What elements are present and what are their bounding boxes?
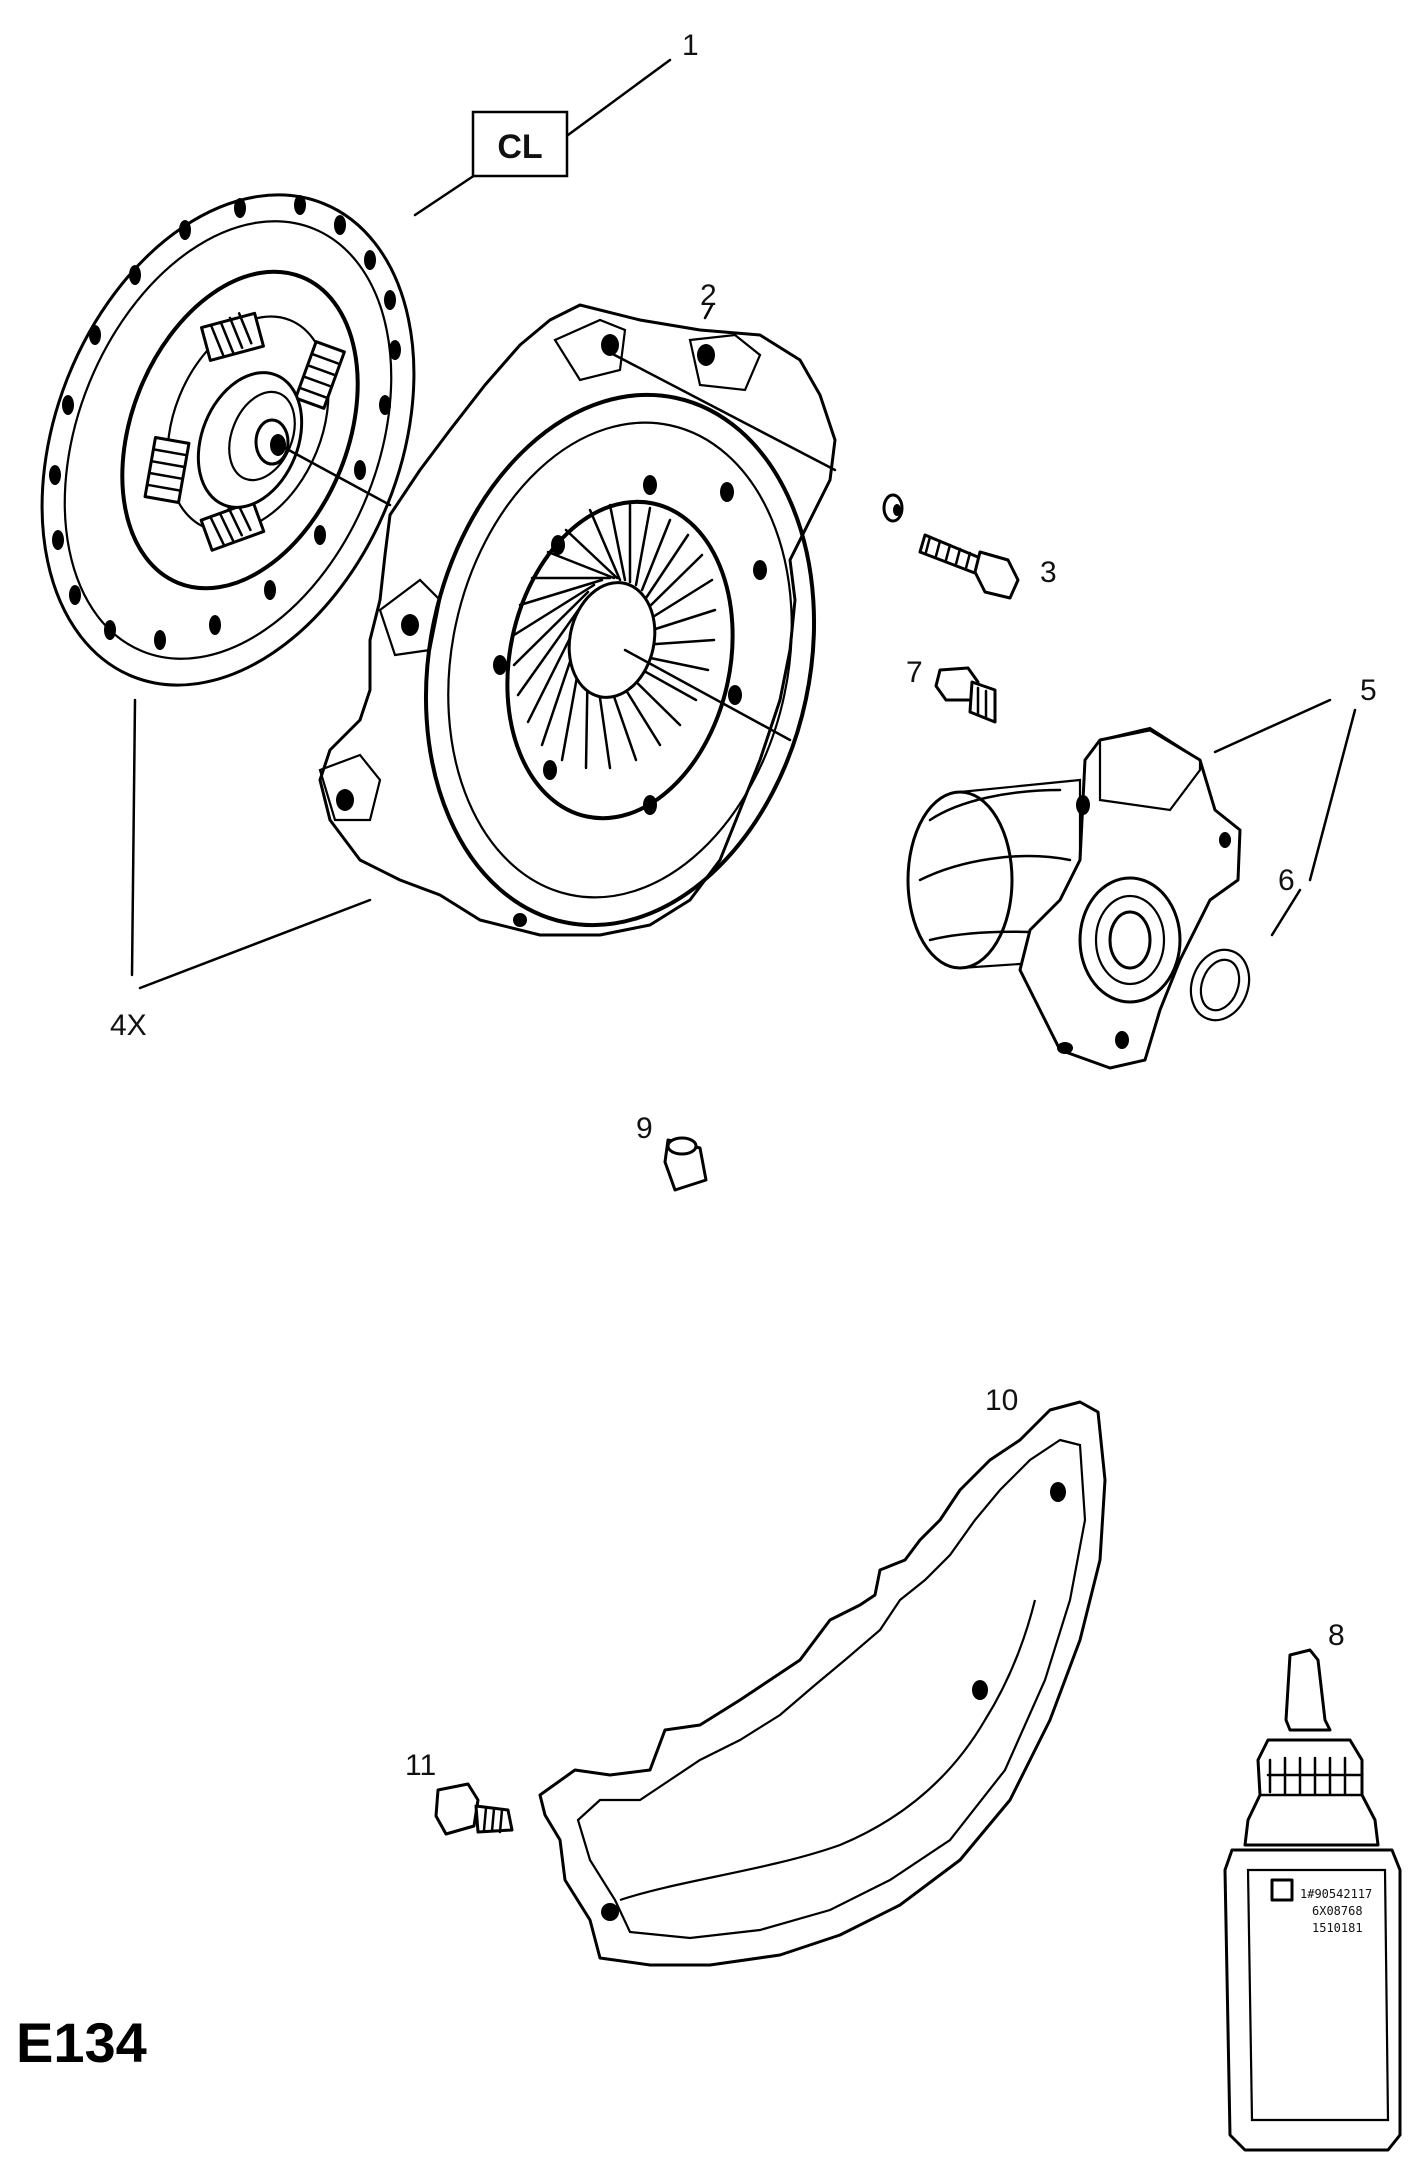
clutch-disc bbox=[40, 193, 416, 687]
callout-labels: 1 2 3 4X 5 6 7 8 9 10 11 bbox=[110, 29, 1377, 1782]
clutch-cover-plate bbox=[538, 1400, 1107, 1967]
small-bolt bbox=[934, 666, 997, 724]
kit-code-box: CL bbox=[471, 110, 569, 178]
pressure-plate bbox=[318, 303, 837, 937]
leader-lines bbox=[130, 58, 1357, 990]
bottle-label-line-1: 1#90542117 bbox=[1300, 1887, 1372, 1901]
bolt-with-washer bbox=[882, 493, 1020, 600]
release-bearing bbox=[906, 726, 1242, 1070]
threadlocker-bottle: 1#90542117 6X08768 1510181 bbox=[1223, 1648, 1402, 2152]
callout-4x: 4X bbox=[110, 1009, 147, 1042]
pilot-bushing bbox=[663, 1136, 708, 1192]
callout-7: 7 bbox=[906, 656, 923, 689]
callout-6: 6 bbox=[1278, 864, 1295, 897]
damper-springs bbox=[143, 311, 346, 552]
callout-11: 11 bbox=[405, 1749, 436, 1782]
bottle-label-line-3: 1510181 bbox=[1312, 1921, 1363, 1935]
callout-2: 2 bbox=[700, 279, 717, 312]
callout-5: 5 bbox=[1360, 674, 1377, 707]
callout-1: 1 bbox=[682, 29, 699, 62]
o-ring bbox=[1189, 948, 1251, 1022]
cover-bolt bbox=[434, 1782, 514, 1836]
callout-9: 9 bbox=[636, 1112, 653, 1145]
callout-3: 3 bbox=[1040, 556, 1057, 589]
friction-ring-holes bbox=[49, 195, 401, 650]
callout-8: 8 bbox=[1328, 1619, 1345, 1652]
bottle-label-line-2: 6X08768 bbox=[1312, 1904, 1363, 1918]
kit-code-label: CL bbox=[497, 128, 542, 166]
diaphragm-spring-fingers bbox=[512, 503, 717, 770]
callout-10: 10 bbox=[985, 1384, 1018, 1417]
sheet-code: E134 bbox=[16, 2011, 147, 2074]
